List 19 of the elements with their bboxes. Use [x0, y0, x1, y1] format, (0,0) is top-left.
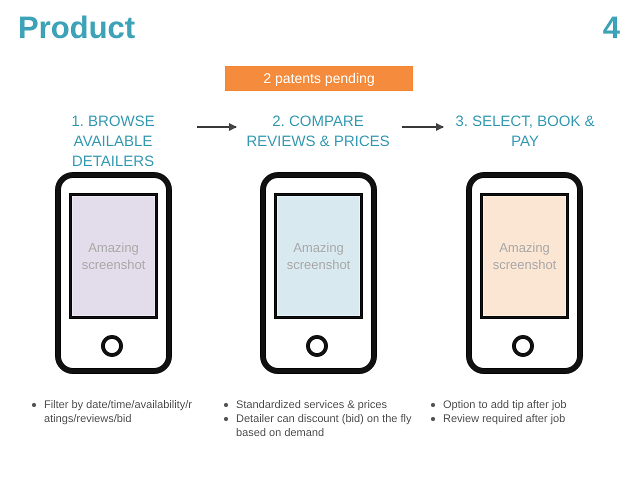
step-heading: 1. BROWSE AVAILABLE DETAILERS — [33, 112, 193, 172]
bullet-text: Detailer can discount (bid) on the fly based on demand — [236, 413, 412, 439]
slide-title: Product — [18, 10, 136, 46]
bullet-text: Standardized services & prices — [236, 399, 388, 411]
phone-drawing — [466, 172, 583, 374]
arrow — [197, 123, 237, 131]
screenshot-placeholder-text: Amazing screenshot — [492, 239, 558, 273]
screenshot-placeholder-text: Amazing screenshot — [286, 239, 352, 273]
bullet-text: Filter by date/time/availability/ratings/reviews/bid — [44, 399, 192, 425]
page-number: 4 — [602, 10, 620, 46]
step-heading: 3. SELECT, BOOK & PAY — [445, 112, 605, 152]
patent-badge: 2 patents pending — [225, 66, 413, 91]
step-heading: 2. COMPARE REVIEWS & PRICES — [238, 112, 398, 152]
phone-drawing — [260, 172, 377, 374]
phone-drawing — [55, 172, 172, 374]
screenshot-placeholder-text: Amazing screenshot — [80, 239, 146, 273]
bullet-text: Option to add tip after job — [443, 399, 567, 411]
arrow — [402, 123, 444, 131]
bullet-text: Review required after job — [443, 413, 566, 425]
